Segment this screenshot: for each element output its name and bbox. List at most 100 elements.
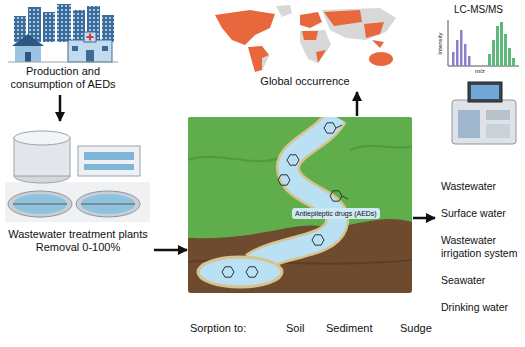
environment-landscape-part [278,175,290,185]
lcms-group: LC-MS/MS WastewaterSurface waterWastewate… [436,4,523,316]
mass-spectrometer-icon-part [496,26,499,66]
treatment-plant-icon-part [8,191,72,217]
caption-text: Removal 0-100% [3,241,153,254]
list-item: Drinking water [436,301,523,314]
mass-spectrometer-icon-part [468,56,471,66]
mass-spectrometer-icon-part [448,20,519,66]
world-map-icon-part [262,55,269,70]
mass-spectrometer-icon-part [456,40,459,66]
environment-landscape-part [246,267,258,277]
flow-arrow [59,95,62,121]
treatment-plant-icon-part [84,152,134,160]
treatment-plant-icon-part [84,164,134,170]
list-item: Wastewater irrigation system [436,234,523,260]
mass-spectrometer-icon [448,20,519,144]
environment-landscape-part [222,267,234,277]
mass-spectrometer-icon-part [504,34,507,66]
flow-arrow [154,249,187,252]
sorption-label: Sudge [400,322,432,335]
treatment-plant-icon-part [76,191,140,217]
world-map-icon-part [248,46,269,72]
environment-landscape-part [330,191,342,201]
sorption-label: Sediment [326,322,372,335]
city-buildings-icon-part [84,32,96,42]
city-buildings-icon-part [15,46,41,62]
mass-spectrometer-icon-part [512,58,515,66]
environment-landscape-part [342,196,348,199]
treatment-plant-icon-part [81,203,135,205]
caption-text: Production and consumption of AEDs [3,65,123,91]
caption-text: Wastewater treatment plants [3,228,153,241]
treatment-plant-icon [5,131,150,222]
mass-spectrometer-icon-part [464,44,467,66]
environment-landscape-part [188,117,412,293]
environment-landscape-part [312,235,324,245]
mass-spectrometer-icon-part [471,85,499,99]
axis-label: m/z [475,68,485,75]
world-map-icon-part [369,52,393,66]
world-map-icon-part [215,10,275,45]
city-buildings-icon-part [8,62,118,63]
world-map-icon-part [302,31,318,40]
city-buildings-icon-part [87,6,100,42]
world-map-icon-part [300,30,331,63]
list-item: Wastewater [436,180,523,193]
world-map-icon-part [316,50,326,63]
caption-text: Global occurrence [205,75,405,88]
mass-spectrometer-icon-part [500,22,503,66]
list-item: Surface water [436,207,523,220]
environment-landscape-part [198,257,282,287]
city-buildings-icon-part [102,46,108,51]
mass-spectrometer-icon-part [486,124,510,138]
city-buildings-icon-part [87,34,94,41]
city-buildings-icon-part [25,52,31,62]
treatment-plant-icon-part [13,203,67,205]
treatment-plant-group: Wastewater treatment plantsRemoval 0-100… [3,122,153,257]
world-map-icon-part [300,12,322,28]
world-map-icon-part [372,40,384,48]
production-group: Production and consumption of AEDs [3,3,123,94]
mass-spectrometer-icon-part [460,30,463,66]
flow-arrow [413,217,435,220]
environment-panel: Antiepileptic drugs (AEDs) [188,117,412,293]
city-buildings-icon-part [72,46,78,51]
city-buildings-icon-part [102,15,114,42]
city-buildings-icon-part [68,40,112,62]
mass-spectrometer-icon-part [468,82,502,102]
environment-landscape-part [350,146,412,150]
world-map-icon-part [324,10,362,26]
treatment-plant-icon-part [13,194,67,214]
environment-landscape [188,117,412,293]
sorption-label: Soil [286,322,304,335]
river-label: Antiepileptic drugs (AEDs) [292,208,380,219]
world-map-group: Global occurrence [205,3,405,91]
world-map-icon [215,5,396,72]
list-item: Seawater [436,274,523,287]
world-map-icon-part [276,5,292,17]
environment-landscape-part [324,123,336,133]
list-item: LC-MS/MS [436,4,523,16]
world-map-icon-part [364,22,384,38]
mass-spectrometer-icon-part [492,40,495,66]
environment-landscape-part [252,117,337,264]
environment-landscape-part [252,117,337,264]
world-map-icon-part [322,8,396,40]
mass-spectrometer-icon-part [508,48,511,66]
mass-spectrometer-icon-part [458,110,480,138]
city-buildings-icon-part [43,12,55,42]
treatment-plant-icon-part [5,182,150,222]
city-buildings-icon-part [57,4,71,42]
flow-arrow [356,92,359,116]
city-buildings-icon-part [86,50,94,62]
sorption-label: Sorption to: [190,322,246,335]
treatment-plant-icon-part [14,131,70,145]
mass-spectrometer-icon-part [488,54,491,66]
treatment-plant-icon-part [81,194,135,214]
city-buildings-icon [8,4,118,62]
mass-spectrometer-icon-part [452,52,455,66]
environment-landscape-part [287,155,299,165]
city-buildings-icon-part [73,10,85,42]
